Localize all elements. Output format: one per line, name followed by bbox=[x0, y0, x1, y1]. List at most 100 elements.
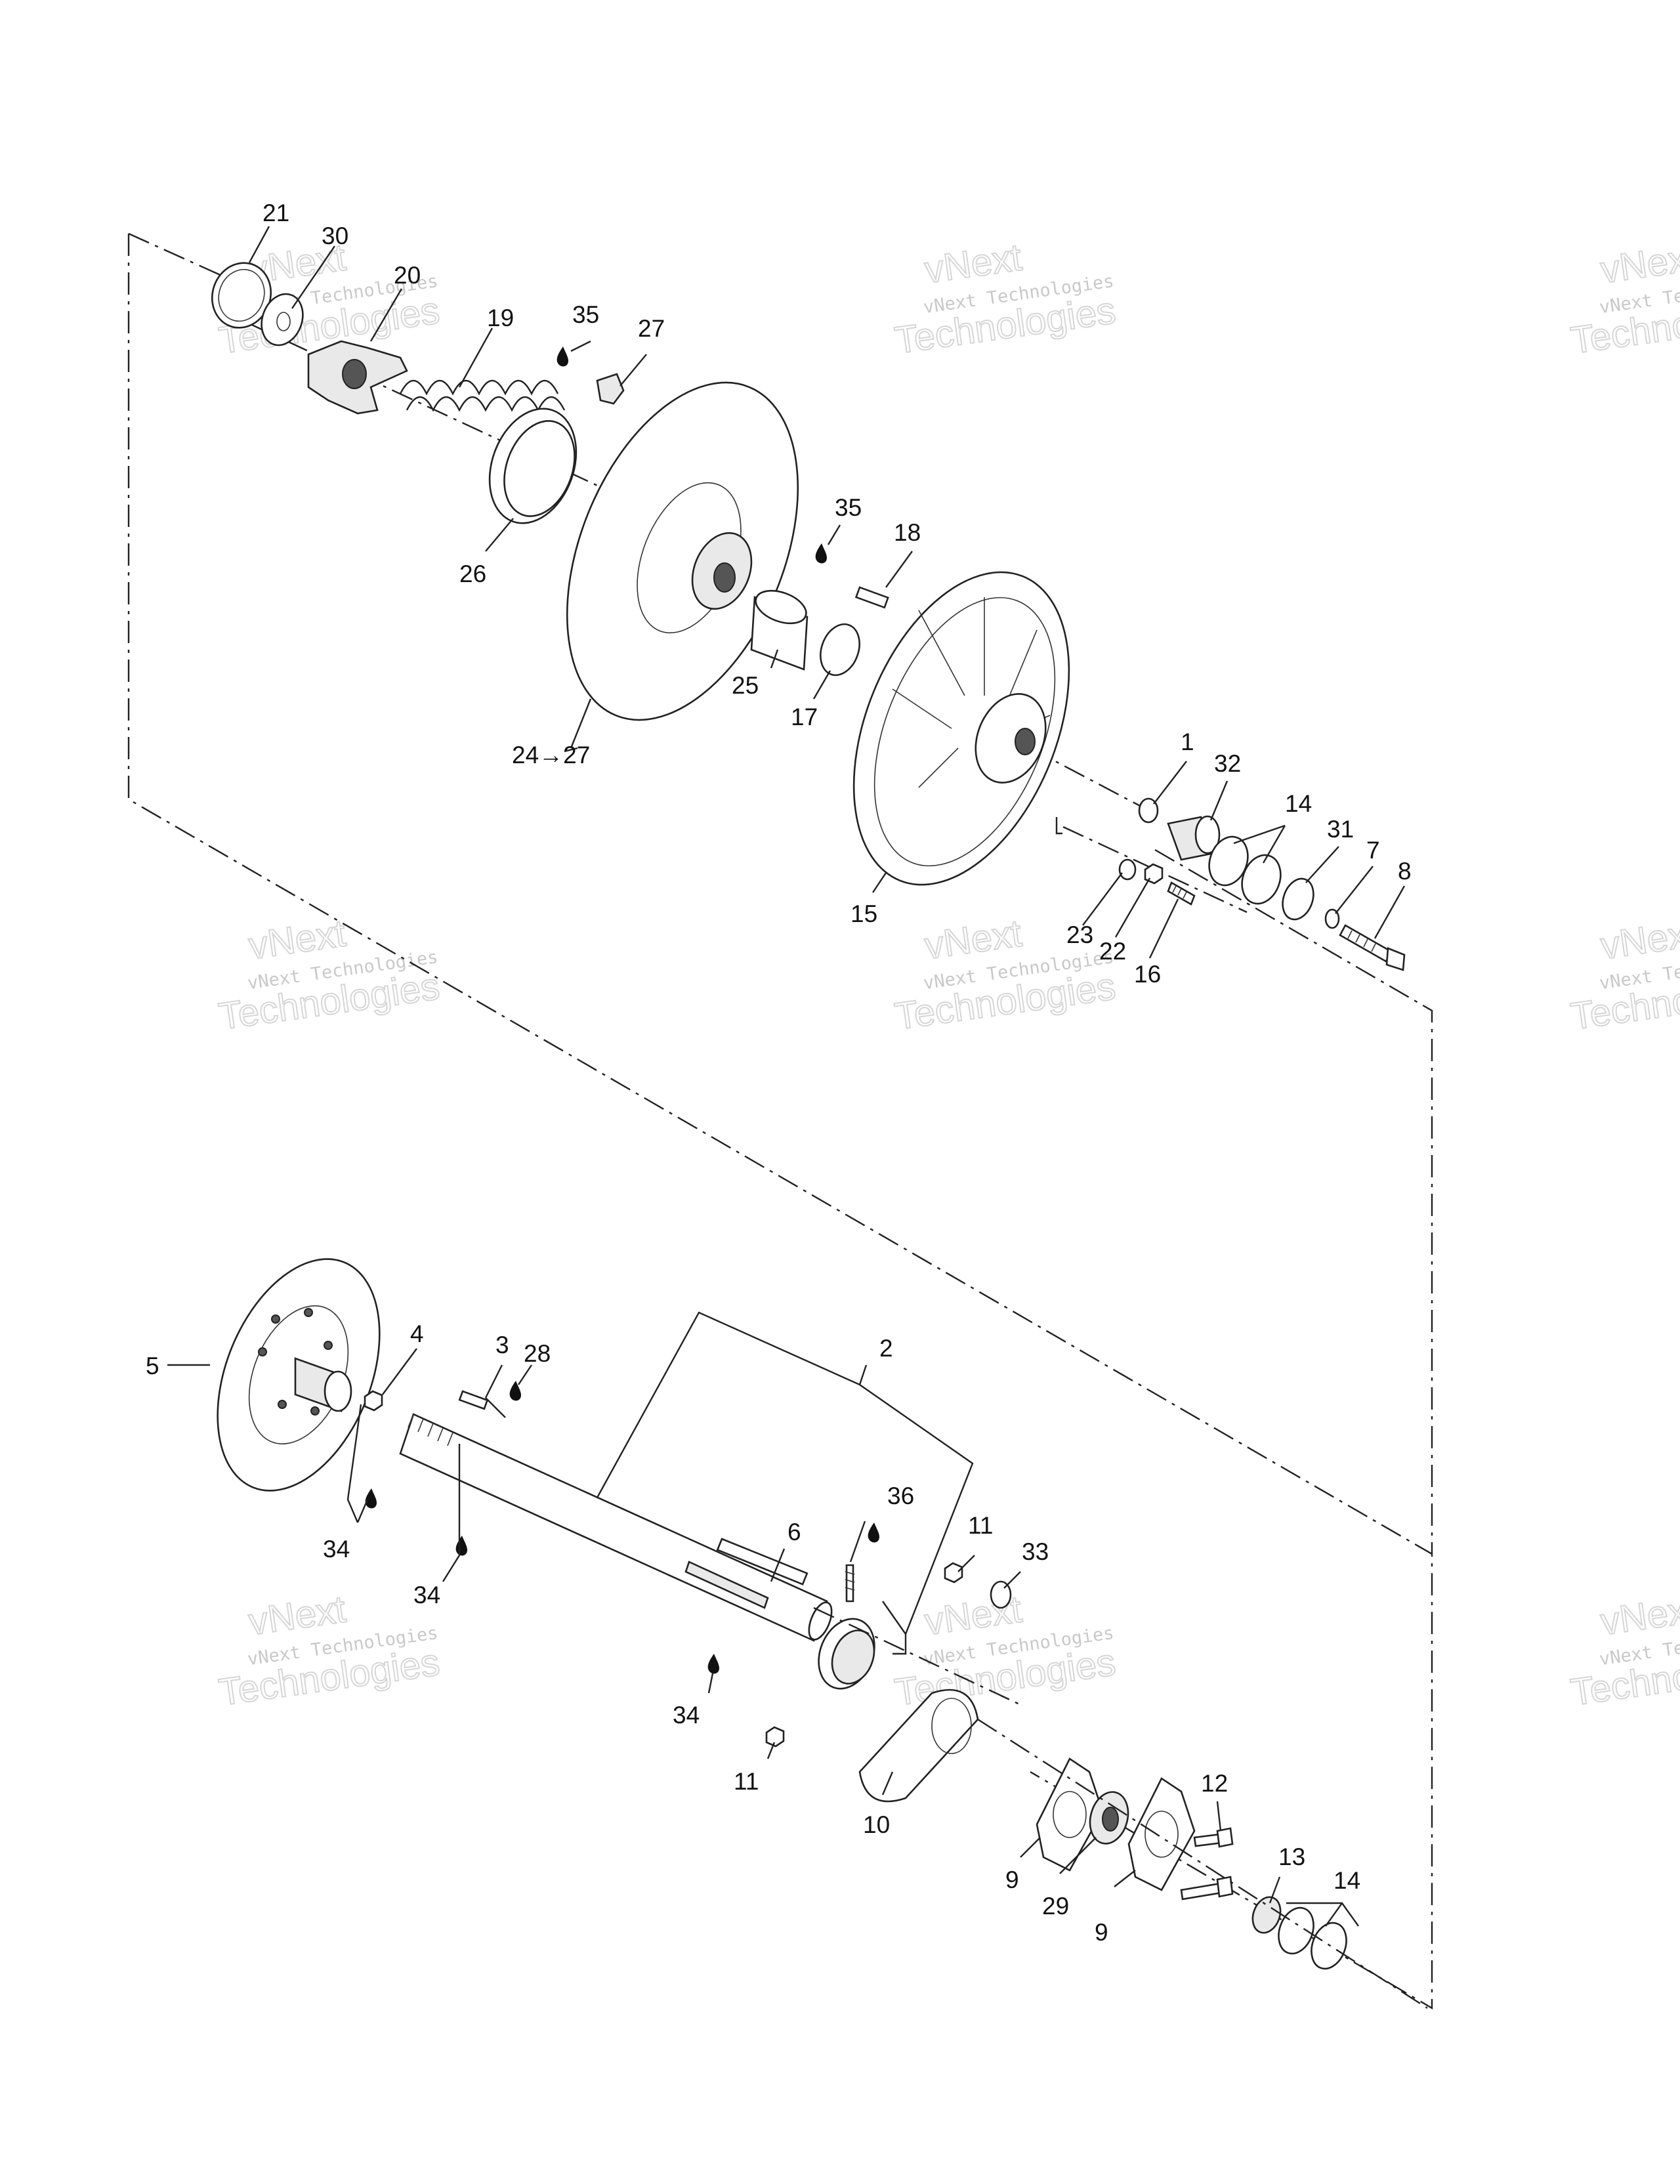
sheave-plate-part bbox=[217, 1258, 381, 1492]
part-label-5: 5 bbox=[146, 1353, 159, 1379]
bolt-part bbox=[1339, 924, 1406, 971]
svg-text:vNext: vNext bbox=[1598, 1587, 1680, 1643]
flange-bore bbox=[1144, 1811, 1179, 1858]
part-label-9: 9 bbox=[1005, 1866, 1019, 1893]
shim-part bbox=[1278, 1906, 1314, 1955]
part-label-16: 16 bbox=[1134, 961, 1161, 988]
lock-washer-part bbox=[1324, 908, 1340, 929]
part-label-26: 26 bbox=[459, 560, 486, 587]
washer-part bbox=[1138, 797, 1159, 824]
part-label-19: 19 bbox=[487, 304, 514, 331]
part-label-24-27: 24→27 bbox=[512, 742, 590, 768]
washer-part bbox=[1282, 877, 1314, 921]
part-label-21: 21 bbox=[262, 200, 289, 226]
part-label-3: 3 bbox=[495, 1332, 509, 1358]
key-part bbox=[716, 1538, 808, 1586]
set-screw-part bbox=[845, 1564, 855, 1603]
part-label-11: 11 bbox=[968, 1512, 993, 1539]
part-label-25: 25 bbox=[732, 672, 759, 699]
grease-drop-icon bbox=[815, 543, 827, 564]
grease-drop-icon bbox=[509, 1381, 521, 1401]
part-label-34: 34 bbox=[413, 1582, 440, 1608]
watermark: vNext vNext Technologies Technologies bbox=[215, 911, 442, 1038]
key-part bbox=[458, 1390, 489, 1410]
part-label-35: 35 bbox=[572, 301, 599, 328]
watermark-layer: vNext vNext Technologies Technologies vN… bbox=[215, 235, 1680, 1714]
part-label-8: 8 bbox=[1398, 858, 1412, 885]
part-label-11: 11 bbox=[734, 1768, 759, 1795]
bearing-part bbox=[1089, 1791, 1129, 1845]
shaft-part bbox=[399, 1413, 833, 1642]
part-label-29: 29 bbox=[1042, 1893, 1069, 1920]
part-label-12: 12 bbox=[1201, 1770, 1228, 1797]
part-label-33: 33 bbox=[1022, 1538, 1049, 1565]
part-label-22: 22 bbox=[1099, 938, 1126, 965]
watermark: vNext vNext Technologies Technologies bbox=[1567, 235, 1680, 362]
watermark: vNext vNext Technologies Technologies bbox=[1567, 1587, 1680, 1714]
part-label-2: 2 bbox=[879, 1335, 893, 1362]
part-label-35: 35 bbox=[835, 494, 862, 521]
carriage-bolt-part bbox=[1193, 1827, 1234, 1848]
spring-part bbox=[399, 380, 566, 412]
nut-part bbox=[944, 1562, 963, 1584]
part-label-27: 27 bbox=[638, 315, 665, 342]
part-label-15: 15 bbox=[850, 900, 877, 927]
upper-axis-line-right bbox=[1030, 747, 1248, 914]
svg-text:vNext: vNext bbox=[1598, 912, 1680, 967]
part-label-18: 18 bbox=[894, 519, 921, 546]
collar-part bbox=[818, 1618, 875, 1690]
grease-drop-icon bbox=[455, 1536, 467, 1556]
part-label-31: 31 bbox=[1327, 816, 1354, 843]
watermark: vNext vNext Technologies Technologies bbox=[215, 1587, 442, 1714]
part-label-34: 34 bbox=[673, 1702, 700, 1729]
nut-part bbox=[765, 1726, 785, 1748]
bushing-part bbox=[750, 589, 808, 671]
movable-sheave-part bbox=[566, 381, 799, 721]
thrust-washer-part bbox=[820, 623, 860, 677]
part-label-30: 30 bbox=[322, 222, 348, 249]
part-label-1: 1 bbox=[1181, 728, 1194, 755]
part-label-28: 28 bbox=[524, 1340, 551, 1367]
part-label-20: 20 bbox=[394, 262, 421, 289]
part-label-4: 4 bbox=[410, 1320, 424, 1347]
small-washer-part bbox=[1118, 858, 1137, 881]
flange-bore bbox=[1053, 1791, 1087, 1838]
part-label-14: 14 bbox=[1334, 1867, 1360, 1894]
part-label-23: 23 bbox=[1066, 921, 1093, 948]
ring-part bbox=[488, 408, 578, 524]
watermark: vNext vNext Technologies Technologies bbox=[891, 911, 1118, 1038]
slider-clip-part bbox=[596, 373, 625, 405]
grease-drop-icon bbox=[556, 346, 568, 367]
lower-axis-line bbox=[813, 1606, 1428, 2009]
flange-plate-part bbox=[1127, 1777, 1196, 1891]
part-label-17: 17 bbox=[791, 704, 818, 730]
grease-drop-icon bbox=[365, 1488, 377, 1509]
part-label-36: 36 bbox=[887, 1482, 914, 1509]
svg-text:vNext: vNext bbox=[922, 236, 1024, 291]
grease-drop-icon bbox=[868, 1522, 879, 1543]
cam-part bbox=[307, 340, 408, 415]
part-labels: 21 30 20 19 35 27 26 24→27 35 18 25 17 1… bbox=[146, 200, 1412, 1946]
svg-text:vNext: vNext bbox=[922, 912, 1024, 967]
fixed-sheave-part bbox=[852, 571, 1070, 886]
bearing-bracket-part bbox=[858, 1689, 979, 1803]
spacer-part bbox=[1251, 1896, 1282, 1934]
part-label-7: 7 bbox=[1366, 837, 1380, 864]
part-label-10: 10 bbox=[863, 1811, 890, 1838]
part-label-34: 34 bbox=[323, 1536, 350, 1563]
key-part bbox=[854, 586, 889, 609]
part-label-14: 14 bbox=[1285, 790, 1312, 817]
watermark: vNext vNext Technologies Technologies bbox=[1567, 911, 1680, 1038]
carriage-bolt-part bbox=[1180, 1876, 1234, 1900]
shim-part bbox=[1208, 835, 1249, 887]
svg-text:vNext: vNext bbox=[246, 912, 348, 967]
circlip-part bbox=[211, 262, 272, 329]
stud-part bbox=[1167, 881, 1196, 906]
part-label-6: 6 bbox=[788, 1519, 801, 1545]
nut-part bbox=[364, 1390, 383, 1412]
svg-text:vNext: vNext bbox=[246, 1587, 348, 1643]
part-label-13: 13 bbox=[1278, 1843, 1305, 1870]
leader-lines bbox=[167, 226, 1406, 1927]
part-label-32: 32 bbox=[1214, 750, 1241, 777]
